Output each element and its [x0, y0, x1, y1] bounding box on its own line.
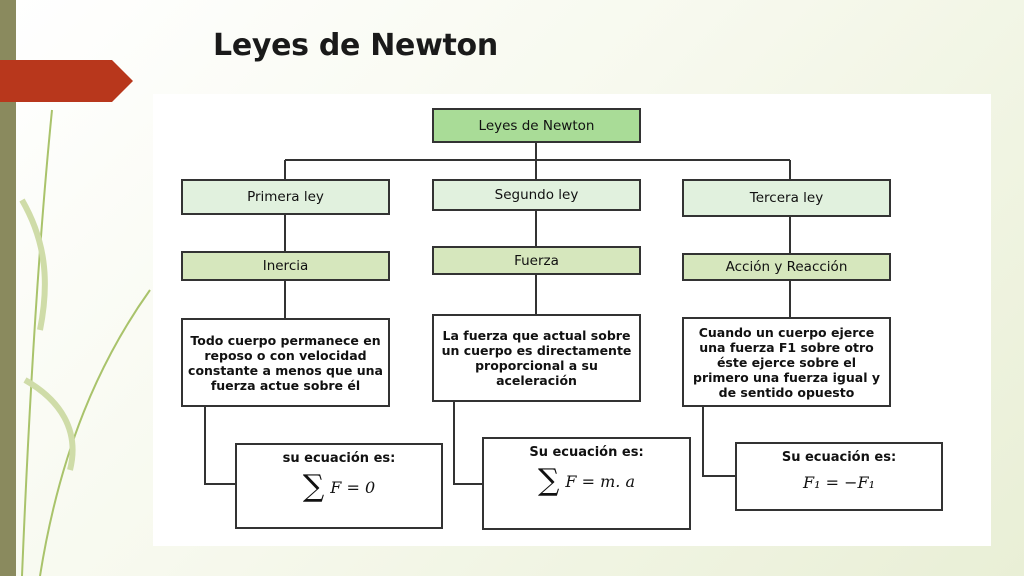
law-label: Tercera ley: [749, 190, 824, 206]
concept-label: Fuerza: [514, 252, 559, 269]
side-bar: [0, 0, 16, 576]
concept-label: Inercia: [262, 258, 309, 274]
equation-label: Su ecuación es:: [781, 450, 897, 465]
law-node-tercera: Tercera ley: [682, 179, 891, 217]
sum-symbol-icon: ∑: [302, 469, 325, 504]
description-node-primera: Todo cuerpo permanece en reposo o con ve…: [181, 318, 390, 407]
equation-label: Su ecuación es:: [529, 445, 644, 460]
concept-node-inercia: Inercia: [181, 251, 390, 281]
equation-text: F = 0: [330, 477, 376, 497]
diagram-connectors: [204, 142, 791, 485]
description-node-tercera: Cuando un cuerpo ejerce una fuerza F1 so…: [682, 317, 891, 407]
law-node-primera: Primera ley: [181, 179, 390, 215]
equation-node-tercera: Su ecuación es: F₁ = −F₁: [735, 442, 943, 511]
equation-formula: ∑ F = 0: [303, 472, 375, 502]
equation-text: F₁ = −F₁: [802, 473, 875, 492]
slide-title: Leyes de Newton: [213, 28, 498, 63]
description-text: Todo cuerpo permanece en reposo o con ve…: [188, 332, 383, 393]
diagram-panel: Leyes de Newton Primera ley Inercia Todo…: [153, 94, 991, 546]
root-node: Leyes de Newton: [432, 108, 641, 143]
description-node-segundo: La fuerza que actual sobre un cuerpo es …: [432, 314, 641, 402]
law-node-segundo: Segundo ley: [432, 179, 641, 211]
equation-text: F = m. a: [565, 471, 635, 491]
concept-node-accion-reaccion: Acción y Reacción: [682, 253, 891, 281]
equation-formula: ∑ F = m. a: [538, 466, 635, 496]
law-label: Primera ley: [247, 189, 324, 205]
concept-node-fuerza: Fuerza: [432, 246, 641, 275]
equation-label: su ecuación es:: [282, 451, 396, 466]
sum-symbol-icon: ∑: [538, 463, 560, 498]
root-label: Leyes de Newton: [478, 117, 595, 134]
description-text: La fuerza que actual sobre un cuerpo es …: [441, 328, 632, 388]
leaf-decoration: [19, 109, 151, 576]
concept-label: Acción y Reacción: [725, 259, 848, 275]
equation-node-primera: su ecuación es: ∑ F = 0: [235, 443, 443, 529]
law-label: Segundo ley: [494, 187, 579, 203]
equation-node-segundo: Su ecuación es: ∑ F = m. a: [482, 437, 691, 530]
title-arrow-shape: [0, 60, 133, 102]
description-text: Cuando un cuerpo ejerce una fuerza F1 so…: [693, 324, 880, 400]
equation-formula: F₁ = −F₁: [803, 473, 875, 492]
